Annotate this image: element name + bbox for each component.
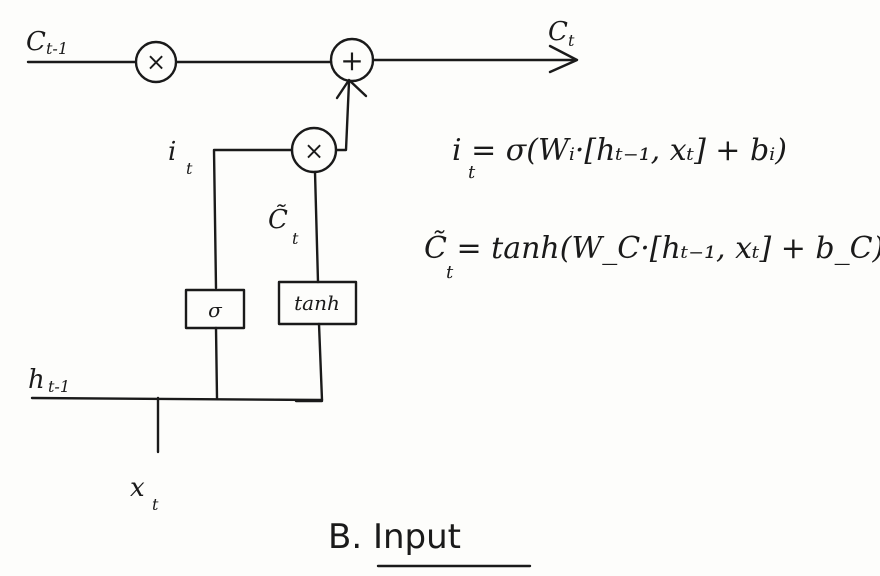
equation-input-gate: i = σ(Wᵢ·[hₜ₋₁, xₜ] + bᵢ) t — [452, 133, 787, 183]
label-c-t-sub: t — [568, 31, 575, 50]
label-x-t-main: x — [130, 473, 145, 503]
label-i-t-sub: t — [186, 159, 193, 178]
label-h-prev-sub: t-1 — [48, 377, 70, 396]
label-i-t: i t — [168, 137, 193, 178]
caption-text: B. Input — [328, 517, 461, 557]
hidden-input-bus — [30, 396, 324, 402]
label-i-t-main: i — [168, 137, 176, 167]
input-to-add-arrowhead — [335, 78, 368, 100]
label-c-t-main: C — [548, 17, 568, 47]
tanh-gate-label: tanh — [294, 291, 340, 315]
equation-candidate-lhs-sub: t — [446, 262, 454, 283]
input-multiply-node: × — [290, 126, 338, 174]
caption: B. Input — [328, 517, 532, 568]
label-x-t: x t — [130, 473, 159, 514]
cell-state-arrowhead — [548, 44, 579, 74]
forget-multiply-symbol: × — [146, 48, 166, 76]
sigma-input-line — [214, 326, 219, 400]
label-c-tilde-main: C̃ — [268, 204, 288, 235]
tanh-input-line — [317, 322, 324, 402]
tanh-gate-box: tanh — [277, 280, 358, 326]
label-h-prev: h t-1 — [28, 365, 70, 396]
equation-input-gate-text: i = σ(Wᵢ·[hₜ₋₁, xₜ] + bᵢ) — [452, 133, 787, 168]
label-c-prev-main: C — [26, 27, 46, 57]
cell-add-node: + — [329, 37, 375, 83]
sigma-output-line — [212, 148, 294, 290]
label-c-prev: C t-1 — [26, 27, 68, 58]
forget-multiply-node: × — [134, 40, 178, 84]
label-h-prev-main: h — [28, 365, 45, 395]
tanh-output-line — [313, 170, 320, 284]
equation-candidate: C̃ = tanh(W_C·[hₜ₋₁, xₜ] + b_C) t — [424, 231, 880, 283]
sigma-gate-box: σ — [184, 288, 246, 330]
label-c-t: C t — [548, 17, 575, 50]
label-x-t-sub: t — [152, 495, 159, 514]
label-c-tilde: C̃ t — [268, 204, 299, 248]
equation-candidate-text: C̃ = tanh(W_C·[hₜ₋₁, xₜ] + b_C) — [424, 231, 880, 266]
input-to-add-line — [334, 80, 351, 152]
input-multiply-symbol: × — [304, 137, 324, 165]
label-c-tilde-sub: t — [292, 229, 299, 248]
equation-input-gate-lhs-sub: t — [468, 162, 476, 183]
sigma-gate-label: σ — [208, 298, 223, 322]
label-c-prev-sub: t-1 — [46, 39, 68, 58]
cell-add-symbol: + — [340, 44, 363, 77]
